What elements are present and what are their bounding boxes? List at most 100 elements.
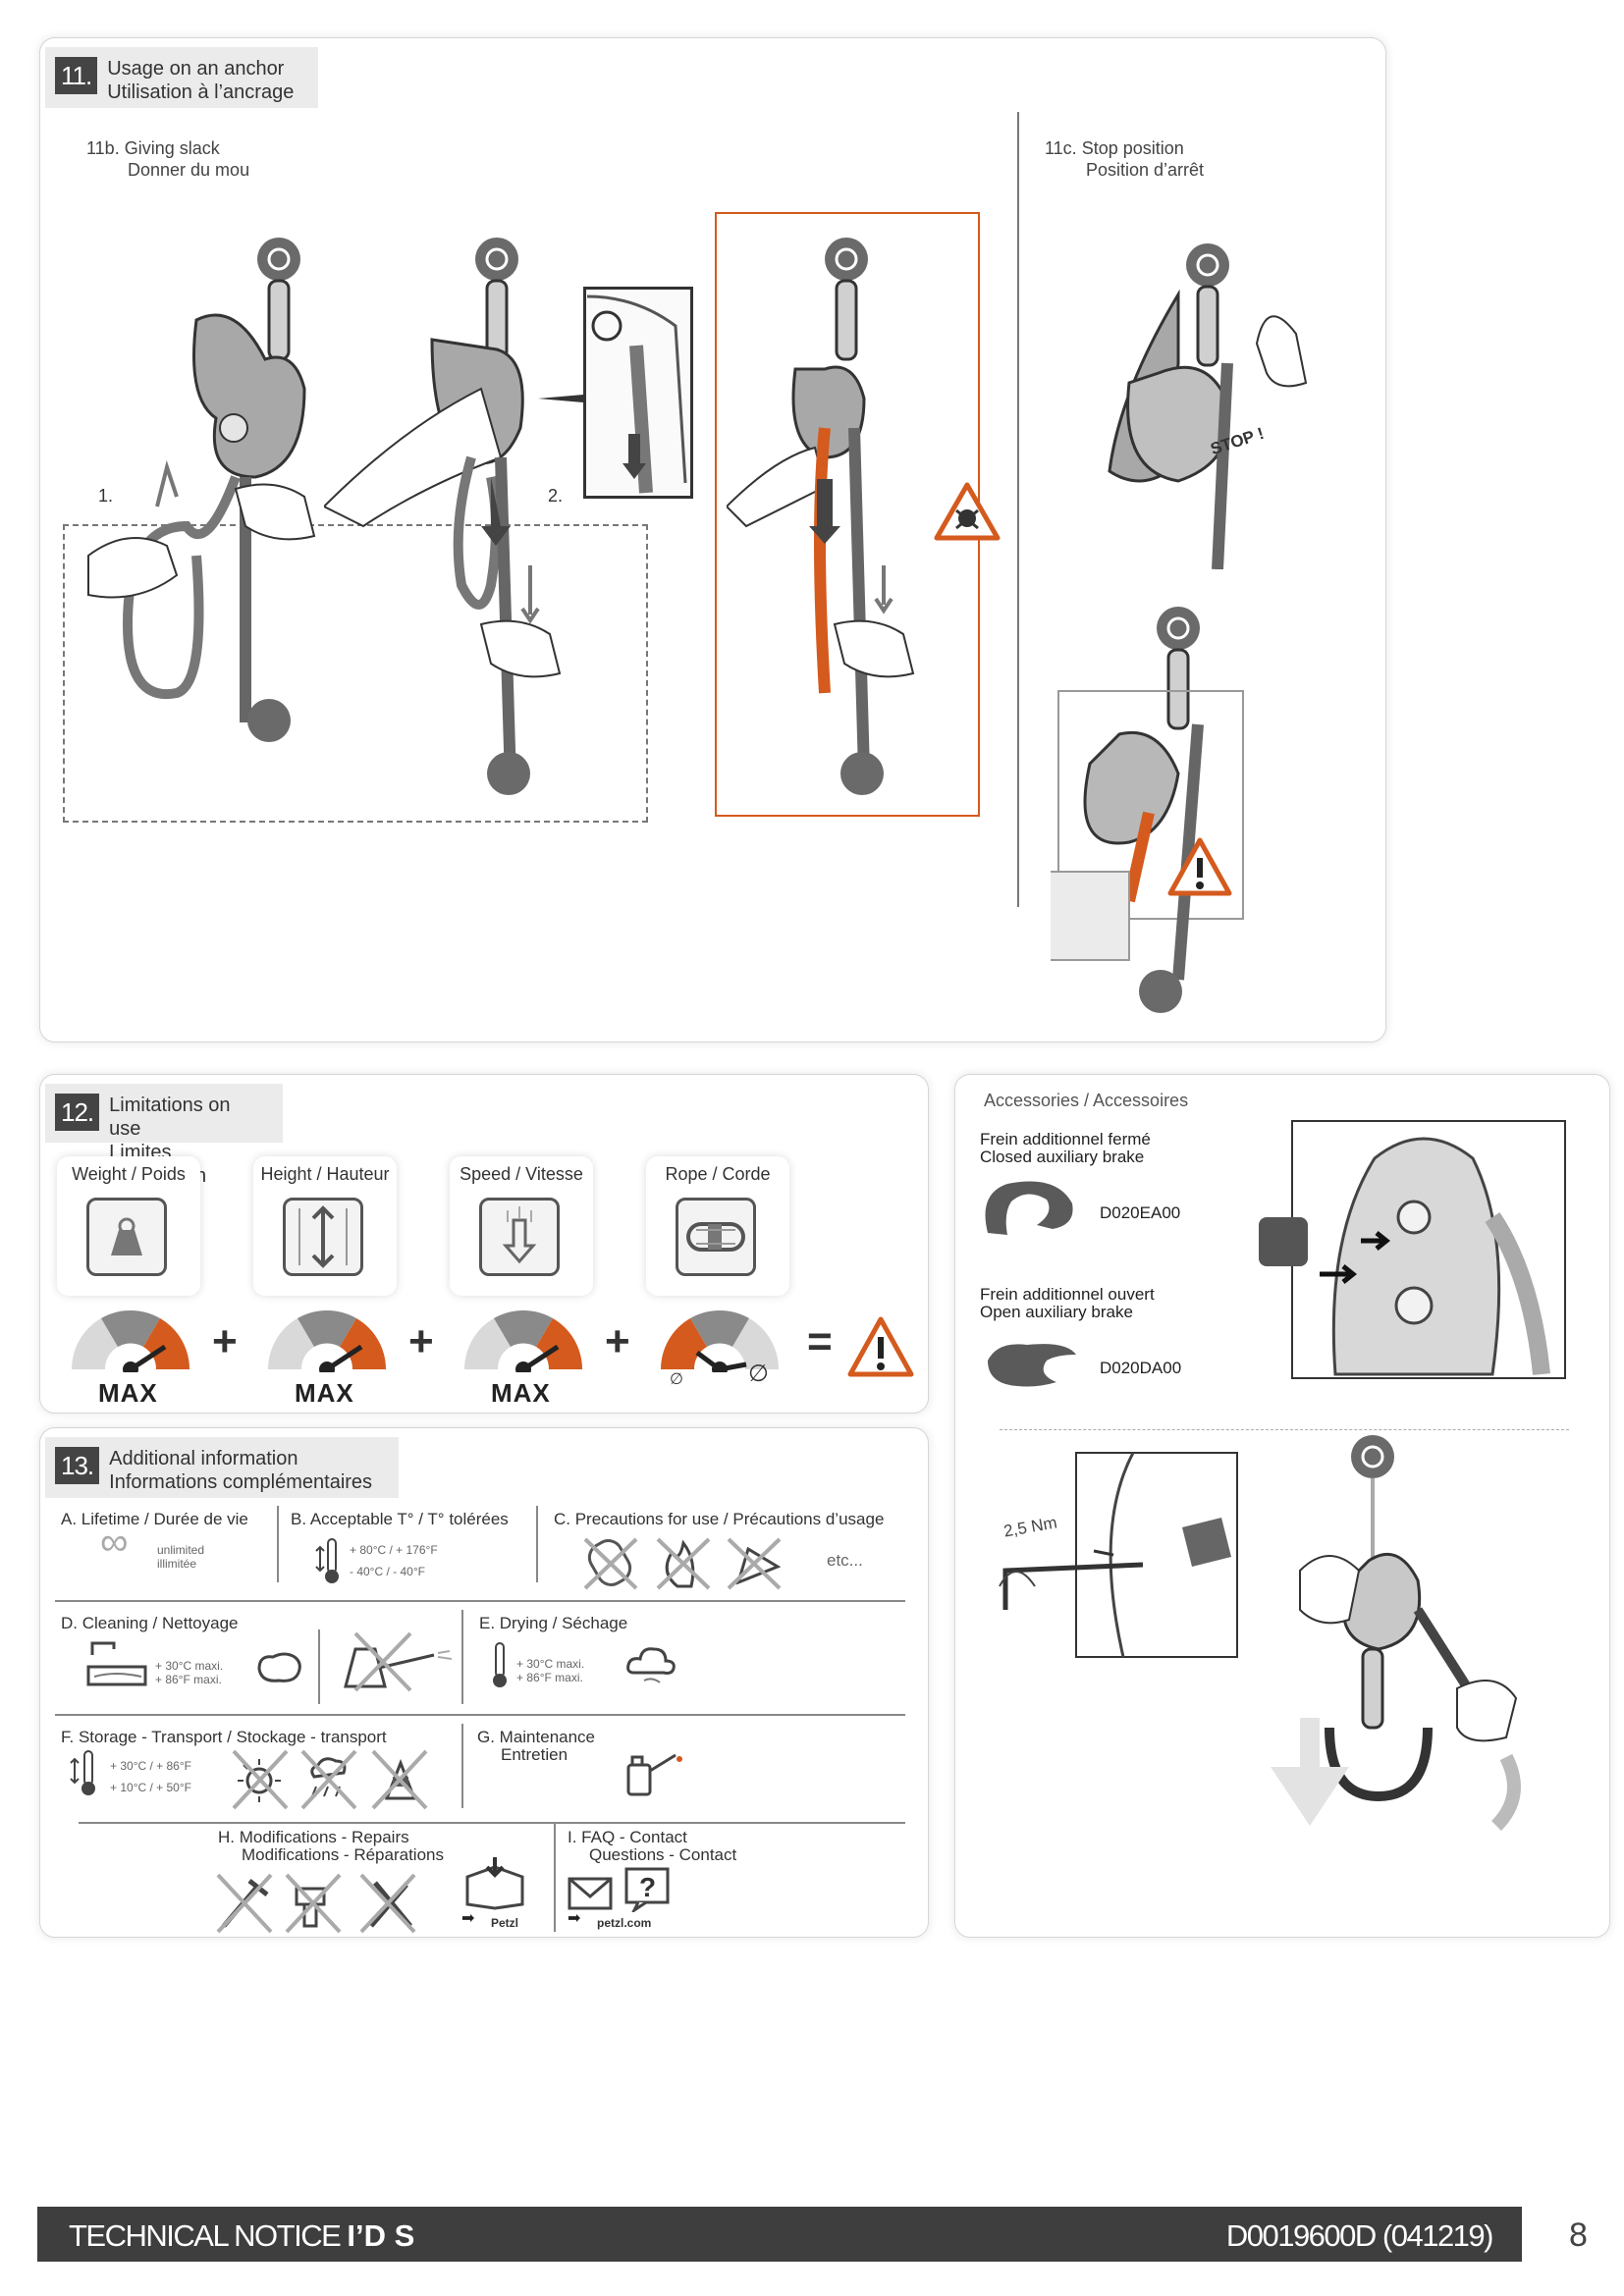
info-a-unlimited: unlimited <box>157 1543 205 1557</box>
modification-icons <box>216 1873 416 1934</box>
dashed-frame <box>63 524 648 823</box>
section-title-en: Limitations on use <box>109 1095 231 1140</box>
torque-illustration <box>999 1452 1238 1658</box>
info-f-temp-low: + 10°C / + 50°F <box>110 1781 191 1794</box>
diameter-symbol-large: ∅ <box>748 1361 769 1387</box>
warning-icon <box>1167 837 1232 896</box>
max-label-speed: MAX <box>491 1378 551 1408</box>
card-label: Height / Hauteur <box>260 1164 390 1184</box>
gauge-height <box>268 1309 386 1372</box>
limit-card-height: Height / Hauteur <box>253 1156 397 1296</box>
info-c-etc: etc... <box>827 1551 863 1570</box>
section-13-panel <box>39 1427 929 1938</box>
open-brake-code: D020DA00 <box>1100 1359 1182 1377</box>
arrow-petzl: ➡ <box>461 1910 475 1927</box>
card-label: Weight / Poids <box>72 1164 186 1184</box>
info-d-temp-f: + 86°F maxi. <box>155 1673 222 1686</box>
limit-card-rope: Rope / Corde <box>646 1156 789 1296</box>
info-h-label-fr: Modifications - Réparations <box>242 1845 444 1864</box>
closed-brake-icon <box>985 1181 1073 1235</box>
plus-sign: + <box>408 1317 434 1365</box>
rope-icon <box>676 1198 756 1276</box>
section-11-header: 11. Usage on an anchor Utilisation à l’a… <box>45 47 318 108</box>
closed-brake-fr: Frein additionnel fermé <box>980 1130 1151 1148</box>
limit-card-speed: Speed / Vitesse <box>450 1156 593 1296</box>
info-b-temp-low: - 40°C / - 40°F <box>350 1565 425 1578</box>
faq-icon: ? <box>624 1867 670 1912</box>
step-2-label: 2. <box>548 486 564 506</box>
info-d-temp-c: + 30°C maxi. <box>155 1659 224 1673</box>
brake-usage-illustration <box>1271 1435 1521 1831</box>
subtitle-en: 11c. Stop position <box>1045 138 1184 158</box>
no-pressure-washer-icon <box>344 1631 453 1692</box>
danger-skull-icon <box>934 482 1001 541</box>
info-e-temp-c: + 30°C maxi. <box>516 1657 585 1671</box>
card-label: Speed / Vitesse <box>460 1164 583 1184</box>
height-icon <box>283 1198 363 1276</box>
info-e-label: E. Drying / Séchage <box>479 1614 628 1632</box>
divider <box>55 1600 905 1602</box>
thermometer-icon <box>315 1538 339 1583</box>
arrow-site: ➡ <box>568 1910 581 1927</box>
subtitle-11c: 11c. Stop position Position d’arrêt <box>1045 137 1204 181</box>
air-dry-icon <box>626 1647 676 1683</box>
section-number: 12. <box>55 1094 100 1131</box>
speed-icon <box>479 1198 560 1276</box>
info-c-label: C. Precautions for use / Précautions d’u… <box>554 1510 885 1528</box>
infinity-icon: ∞ <box>100 1521 129 1564</box>
subtitle-en: 11b. Giving slack <box>86 138 220 158</box>
divider <box>461 1610 463 1704</box>
footer-title-plain: TECHNICAL NOTICE <box>69 2218 348 2253</box>
divider <box>536 1506 538 1582</box>
info-h-petzl: Petzl <box>491 1916 519 1930</box>
divider <box>318 1629 320 1704</box>
max-label-height: MAX <box>295 1378 354 1408</box>
info-d-label: D. Cleaning / Nettoyage <box>61 1614 239 1632</box>
info-g-label-fr: Entretien <box>501 1745 568 1764</box>
divider-vertical <box>1017 112 1019 907</box>
open-brake-fr: Frein additionnel ouvert <box>980 1285 1155 1304</box>
gauge-rope <box>661 1309 779 1372</box>
section-title-fr: Utilisation à l’ancrage <box>107 81 295 103</box>
section-title-en: Usage on an anchor <box>107 58 285 80</box>
limit-card-weight: Weight / Poids <box>57 1156 200 1296</box>
section-title-en: Additional information <box>109 1448 298 1469</box>
info-e-temp-f: + 86°F maxi. <box>516 1671 583 1684</box>
brake-install-illustration <box>1259 1120 1566 1379</box>
divider <box>554 1824 556 1932</box>
closed-brake-en: Closed auxiliary brake <box>980 1148 1145 1166</box>
card-label: Rope / Corde <box>665 1164 771 1184</box>
divider <box>55 1714 905 1716</box>
divider <box>277 1506 279 1582</box>
equals-sign: = <box>807 1317 833 1365</box>
closed-brake-code: D020EA00 <box>1100 1203 1181 1222</box>
gauge-weight <box>71 1309 189 1372</box>
plus-sign: + <box>605 1317 630 1365</box>
divider <box>79 1822 905 1824</box>
section-12-header: 12. Limitations on use Limites d’utilisa… <box>45 1084 283 1187</box>
open-brake-en: Open auxiliary brake <box>980 1303 1133 1321</box>
device-illustration-stop-2 <box>1051 607 1244 1013</box>
thermometer-icon <box>493 1642 507 1687</box>
info-f-label: F. Storage - Transport / Stockage - tran… <box>61 1728 387 1746</box>
info-a-label: A. Lifetime / Durée de vie <box>61 1510 248 1528</box>
diameter-symbol-small: ∅ <box>670 1371 683 1388</box>
section-number: 11. <box>55 57 98 94</box>
footer-title: TECHNICAL NOTICE I’D S <box>69 2218 414 2254</box>
section-13-header: 13. Additional information Informations … <box>45 1437 399 1498</box>
info-b-temp-high: + 80°C / + 176°F <box>350 1543 438 1557</box>
info-f-temp-high: + 30°C / + 86°F <box>110 1759 191 1773</box>
svg-text:?: ? <box>639 1872 656 1902</box>
plus-sign: + <box>212 1317 238 1365</box>
device-illustration-3 <box>727 238 915 795</box>
device-illustration-1 <box>87 238 316 742</box>
subtitle-11b: 11b. Giving slack Donner du mou <box>86 137 249 181</box>
tap-icon <box>86 1641 147 1686</box>
storage-icons <box>232 1749 428 1810</box>
section-title-fr: Informations complémentaires <box>109 1471 373 1493</box>
device-illustration-2 <box>324 238 562 795</box>
section-number: 13. <box>55 1447 100 1484</box>
info-i-label-fr: Questions - Contact <box>589 1845 737 1864</box>
footer-doc-code: D0019600D (041219) <box>1225 2218 1494 2253</box>
device-illustration-stop <box>1108 243 1308 569</box>
